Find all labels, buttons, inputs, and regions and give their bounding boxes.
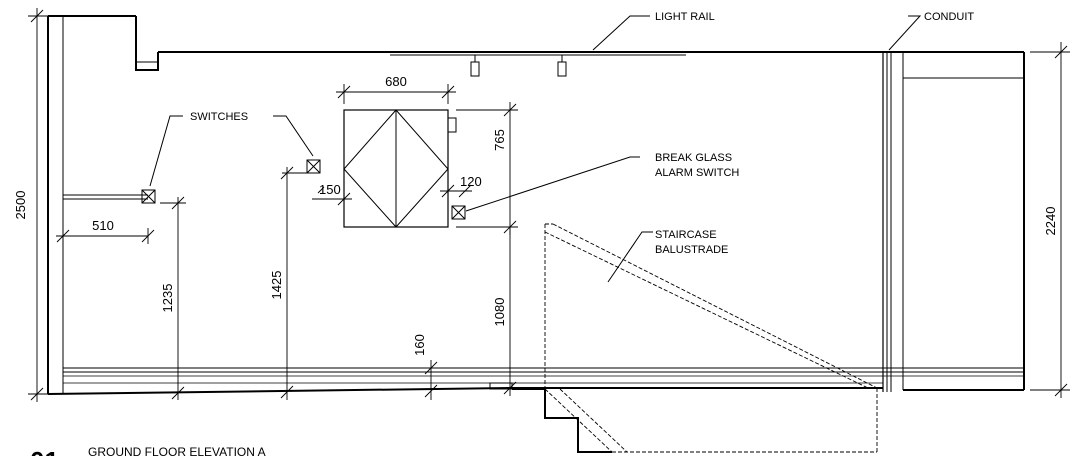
dim-panel-height: 765 xyxy=(492,129,507,151)
leader-lines xyxy=(149,15,922,283)
light-fitting-1 xyxy=(470,61,480,77)
dimension-lines xyxy=(28,8,1070,402)
break-glass-label-line1: BREAK GLASS xyxy=(655,152,732,164)
dim-panel-width: 680 xyxy=(385,74,407,89)
dim-left-switch-offset: 510 xyxy=(92,218,114,233)
wall-panel xyxy=(343,109,457,228)
dim-alarm-offset: 120 xyxy=(460,174,482,189)
switch-middle xyxy=(306,159,321,174)
dim-switch-offset: 150 xyxy=(319,182,341,197)
staircase-label-line1: STAIRCASE xyxy=(655,229,717,241)
stairs-profile xyxy=(512,388,612,453)
light-fitting-2 xyxy=(557,61,567,77)
dim-middle-switch-height: 1425 xyxy=(269,271,284,300)
switches-label: SWITCHES xyxy=(190,111,248,123)
light-rail-label: LIGHT RAIL xyxy=(655,11,715,23)
staircase-balustrade xyxy=(544,223,878,453)
switch-left xyxy=(141,189,156,204)
dim-skirting-height: 160 xyxy=(412,334,427,356)
light-rail xyxy=(390,54,686,77)
dim-left-switch-height: 1235 xyxy=(160,284,175,313)
dim-overall-height: 2500 xyxy=(13,191,28,220)
break-glass-label-line2: ALARM SWITCH xyxy=(655,167,739,179)
conduit-label: CONDUIT xyxy=(924,11,974,23)
dim-right-height: 2240 xyxy=(1043,207,1058,236)
drawing-title: GROUND FLOOR ELEVATION A xyxy=(88,445,266,456)
drawing-number: 01 xyxy=(30,446,59,456)
wall-outline xyxy=(47,15,1025,395)
staircase-label-line2: BALUSTRADE xyxy=(655,244,728,256)
break-glass-switch xyxy=(451,205,466,220)
dim-panel-base-height: 1080 xyxy=(492,298,507,327)
